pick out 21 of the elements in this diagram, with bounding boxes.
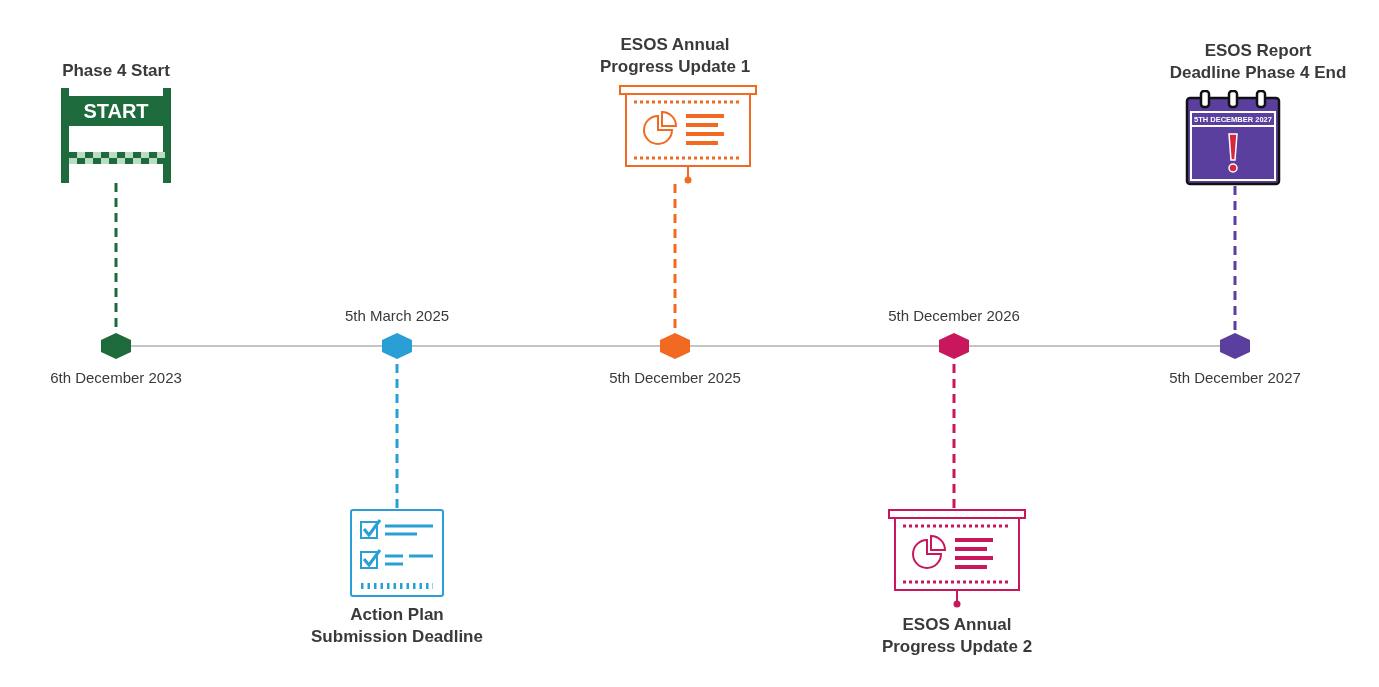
milestone-hexagon — [939, 333, 969, 359]
gate-banner-text: START — [82, 99, 150, 124]
milestone-title: ESOS Report Deadline Phase 4 End — [1169, 40, 1347, 84]
dashed-connector — [1233, 186, 1237, 333]
milestone-title: ESOS Annual Progress Update 2 — [880, 614, 1034, 658]
date-label: 5th December 2025 — [608, 368, 742, 388]
date-label: 6th December 2023 — [49, 368, 183, 388]
date-label: 5th December 2027 — [1168, 368, 1302, 388]
milestone-hexagon — [1220, 333, 1250, 359]
timeline-line — [130, 345, 383, 347]
milestone-title: Phase 4 Start — [62, 60, 170, 82]
milestone-title: ESOS Annual Progress Update 1 — [598, 34, 752, 78]
milestone-hexagon — [660, 333, 690, 359]
date-label: 5th March 2025 — [343, 306, 451, 326]
date-label: 5th December 2026 — [887, 306, 1021, 326]
milestone-title: Action Plan Submission Deadline — [310, 604, 484, 648]
milestone-hexagon — [382, 333, 412, 359]
timeline-line — [689, 345, 940, 347]
milestone-hexagon — [101, 333, 131, 359]
timeline-line — [411, 345, 661, 347]
timeline-line — [968, 345, 1221, 347]
